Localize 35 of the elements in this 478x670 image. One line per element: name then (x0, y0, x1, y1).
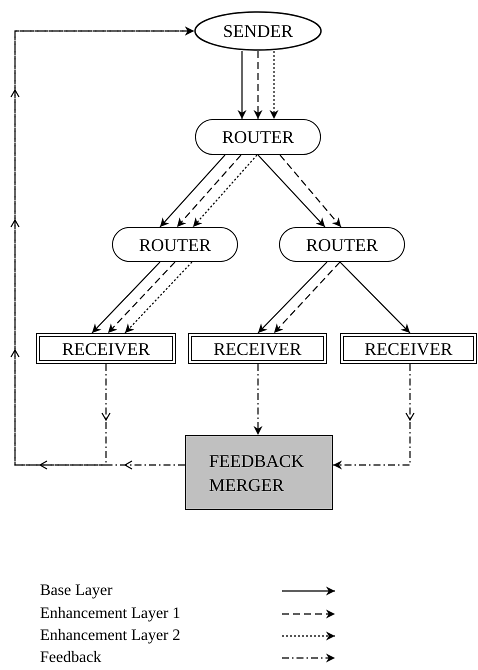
legend-label: Feedback (40, 648, 102, 668)
rounded-box (279, 227, 405, 262)
node-label: RECEIVER (214, 338, 302, 360)
process-box (36, 333, 176, 364)
dashed-arrow (280, 154, 342, 228)
rounded-box (195, 119, 321, 155)
dashed-arrow (176, 154, 242, 228)
arrow (258, 154, 326, 228)
legend-label: Enhancement Layer 2 (40, 626, 180, 646)
dashed-arrow (274, 262, 340, 334)
arrow (258, 262, 328, 334)
node-label: FEEDBACK MERGER (209, 450, 306, 496)
process-box (185, 435, 333, 510)
dashed-arrow (254, 51, 262, 119)
arrow (238, 51, 246, 119)
rounded-box (112, 227, 238, 262)
legend-label: Enhancement Layer 1 (40, 604, 180, 624)
arrow (340, 262, 410, 334)
legend-label: Base Layer (40, 581, 112, 601)
process-box (188, 333, 327, 364)
dotted-arrow (270, 51, 278, 119)
dash-dot-arrow (254, 364, 262, 435)
node-label: RECEIVER (62, 338, 150, 360)
node-label: SENDER (222, 20, 293, 42)
node-label: ROUTER (306, 234, 378, 256)
dashed-arrow (108, 262, 176, 334)
process-box (340, 333, 477, 364)
dotted-arrow (192, 154, 258, 228)
node-label: ROUTER (222, 126, 294, 148)
oval-node (194, 11, 322, 51)
node-label: RECEIVER (364, 338, 452, 360)
arrow (92, 262, 160, 334)
arrow (160, 154, 226, 228)
node-label: ROUTER (139, 234, 211, 256)
dotted-arrow (124, 262, 192, 334)
